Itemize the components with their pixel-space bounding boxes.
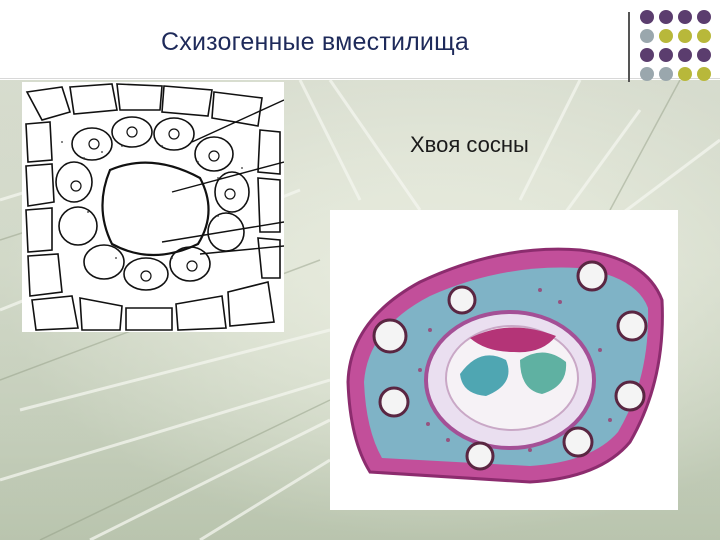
resin-duct-drawing bbox=[22, 82, 284, 332]
decorative-dot bbox=[697, 29, 711, 43]
decorative-dot bbox=[640, 67, 654, 81]
decorative-dot bbox=[678, 10, 692, 24]
header-divider bbox=[0, 78, 720, 79]
decorative-dot bbox=[697, 10, 711, 24]
decorative-dot bbox=[640, 29, 654, 43]
decorative-dot bbox=[640, 10, 654, 24]
decorative-dot bbox=[697, 67, 711, 81]
decorative-dot bbox=[697, 48, 711, 62]
decorative-dot bbox=[640, 48, 654, 62]
decorative-dot bbox=[659, 29, 673, 43]
decorative-dot bbox=[659, 67, 673, 81]
decorative-dot bbox=[678, 48, 692, 62]
pine-needle-cross-section bbox=[330, 210, 678, 510]
decorative-dot bbox=[659, 10, 673, 24]
decorative-dot bbox=[678, 67, 692, 81]
figure-subtitle: Хвоя сосны bbox=[410, 132, 529, 157]
slide-title: Схизогенные вместилища bbox=[161, 28, 469, 56]
decorative-dot bbox=[678, 29, 692, 43]
decorative-dot bbox=[659, 48, 673, 62]
decorative-dot-grid bbox=[640, 10, 720, 90]
vertical-divider bbox=[628, 12, 630, 82]
